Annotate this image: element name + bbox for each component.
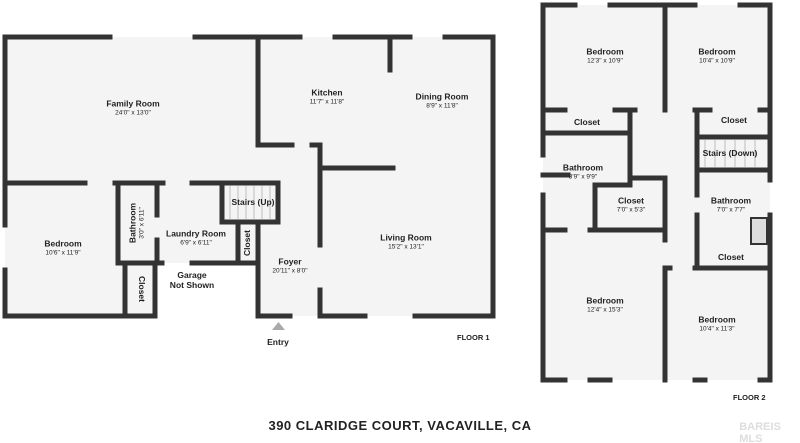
room-closet-lower: Closet bbox=[136, 276, 147, 302]
room-closet-2a: Closet bbox=[574, 117, 600, 128]
entry-label: Entry bbox=[267, 337, 289, 348]
stairs-down: Stairs (Down) bbox=[702, 148, 758, 159]
room-closet-2b: Closet bbox=[721, 115, 747, 126]
floor2-label: FLOOR 2 bbox=[733, 393, 766, 402]
room-closet: Closet bbox=[242, 230, 253, 256]
property-address: 390 CLARIDGE COURT, VACAVILLE, CA bbox=[268, 418, 532, 433]
stair-treads bbox=[229, 139, 756, 220]
walls bbox=[2, 2, 773, 383]
entry-arrow-icon bbox=[272, 322, 285, 330]
floor1-label: FLOOR 1 bbox=[457, 333, 490, 342]
watermark-logo: BAREIS MLS bbox=[739, 421, 781, 443]
room-closet-2d: Closet bbox=[718, 252, 744, 263]
stairs-up: Stairs (Up) bbox=[231, 197, 275, 208]
fireplace-icon bbox=[750, 217, 768, 245]
